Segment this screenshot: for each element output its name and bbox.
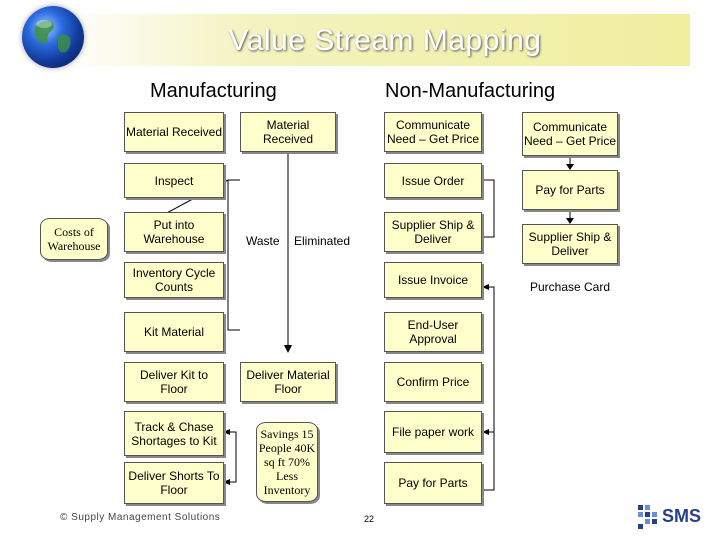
mfg-kit-material: Kit Material	[124, 312, 224, 352]
page-title: Value Stream Mapping	[228, 24, 542, 57]
nonmfg-issue-order: Issue Order	[384, 163, 482, 198]
nonmfg-communicate: Communicate Need – Get Price	[384, 112, 482, 152]
nonmfg-new-pay-for-parts: Pay for Parts	[522, 170, 618, 210]
eliminated-label: Eliminated	[294, 234, 351, 248]
nonmfg-pay-for-parts: Pay for Parts	[384, 462, 482, 504]
nonmfg-file-paper-work: File paper work	[384, 411, 482, 453]
mfg-new-deliver-material-floor: Deliver Material Floor	[240, 362, 336, 402]
costs-of-warehouse-note: Costs of Warehouse	[40, 218, 108, 260]
mfg-deliver-shorts: Deliver Shorts To Floor	[124, 462, 224, 504]
mfg-put-into-warehouse: Put into Warehouse	[124, 212, 224, 252]
mfg-new-material-received: Material Received	[240, 112, 336, 152]
page-number: 22	[364, 514, 375, 524]
nonmfg-confirm-price: Confirm Price	[384, 362, 482, 402]
mfg-material-received: Material Received	[124, 112, 224, 152]
nonmfg-new-communicate: Communicate Need – Get Price	[522, 112, 618, 156]
sms-logo-icon	[638, 505, 657, 529]
footer-copyright: © Supply Management Solutions	[60, 512, 221, 523]
purchase-card-label: Purchase Card	[529, 280, 611, 294]
mfg-inspect: Inspect	[124, 163, 224, 198]
mfg-inventory-cycle-counts: Inventory Cycle Counts	[124, 262, 224, 298]
nonmfg-end-user-approval: End-User Approval	[384, 312, 482, 352]
sms-logo: SMS	[636, 503, 708, 531]
manufacturing-heading: Manufacturing	[150, 80, 277, 102]
savings-note: Savings 15 People 40K sq ft 70% Less Inv…	[256, 422, 318, 502]
globe-icon	[22, 6, 84, 68]
nonmfg-new-supplier-ship: Supplier Ship & Deliver	[522, 224, 618, 264]
title-band	[60, 14, 690, 66]
nonmfg-supplier-ship: Supplier Ship & Deliver	[384, 212, 482, 252]
mfg-deliver-kit-to-floor: Deliver Kit to Floor	[124, 362, 224, 402]
non-manufacturing-heading: Non-Manufacturing	[385, 80, 556, 102]
sms-logo-text: SMS	[662, 506, 702, 526]
waste-label: Waste	[246, 234, 280, 248]
mfg-track-chase: Track & Chase Shortages to Kit	[124, 411, 224, 456]
nonmfg-issue-invoice: Issue Invoice	[384, 262, 482, 298]
